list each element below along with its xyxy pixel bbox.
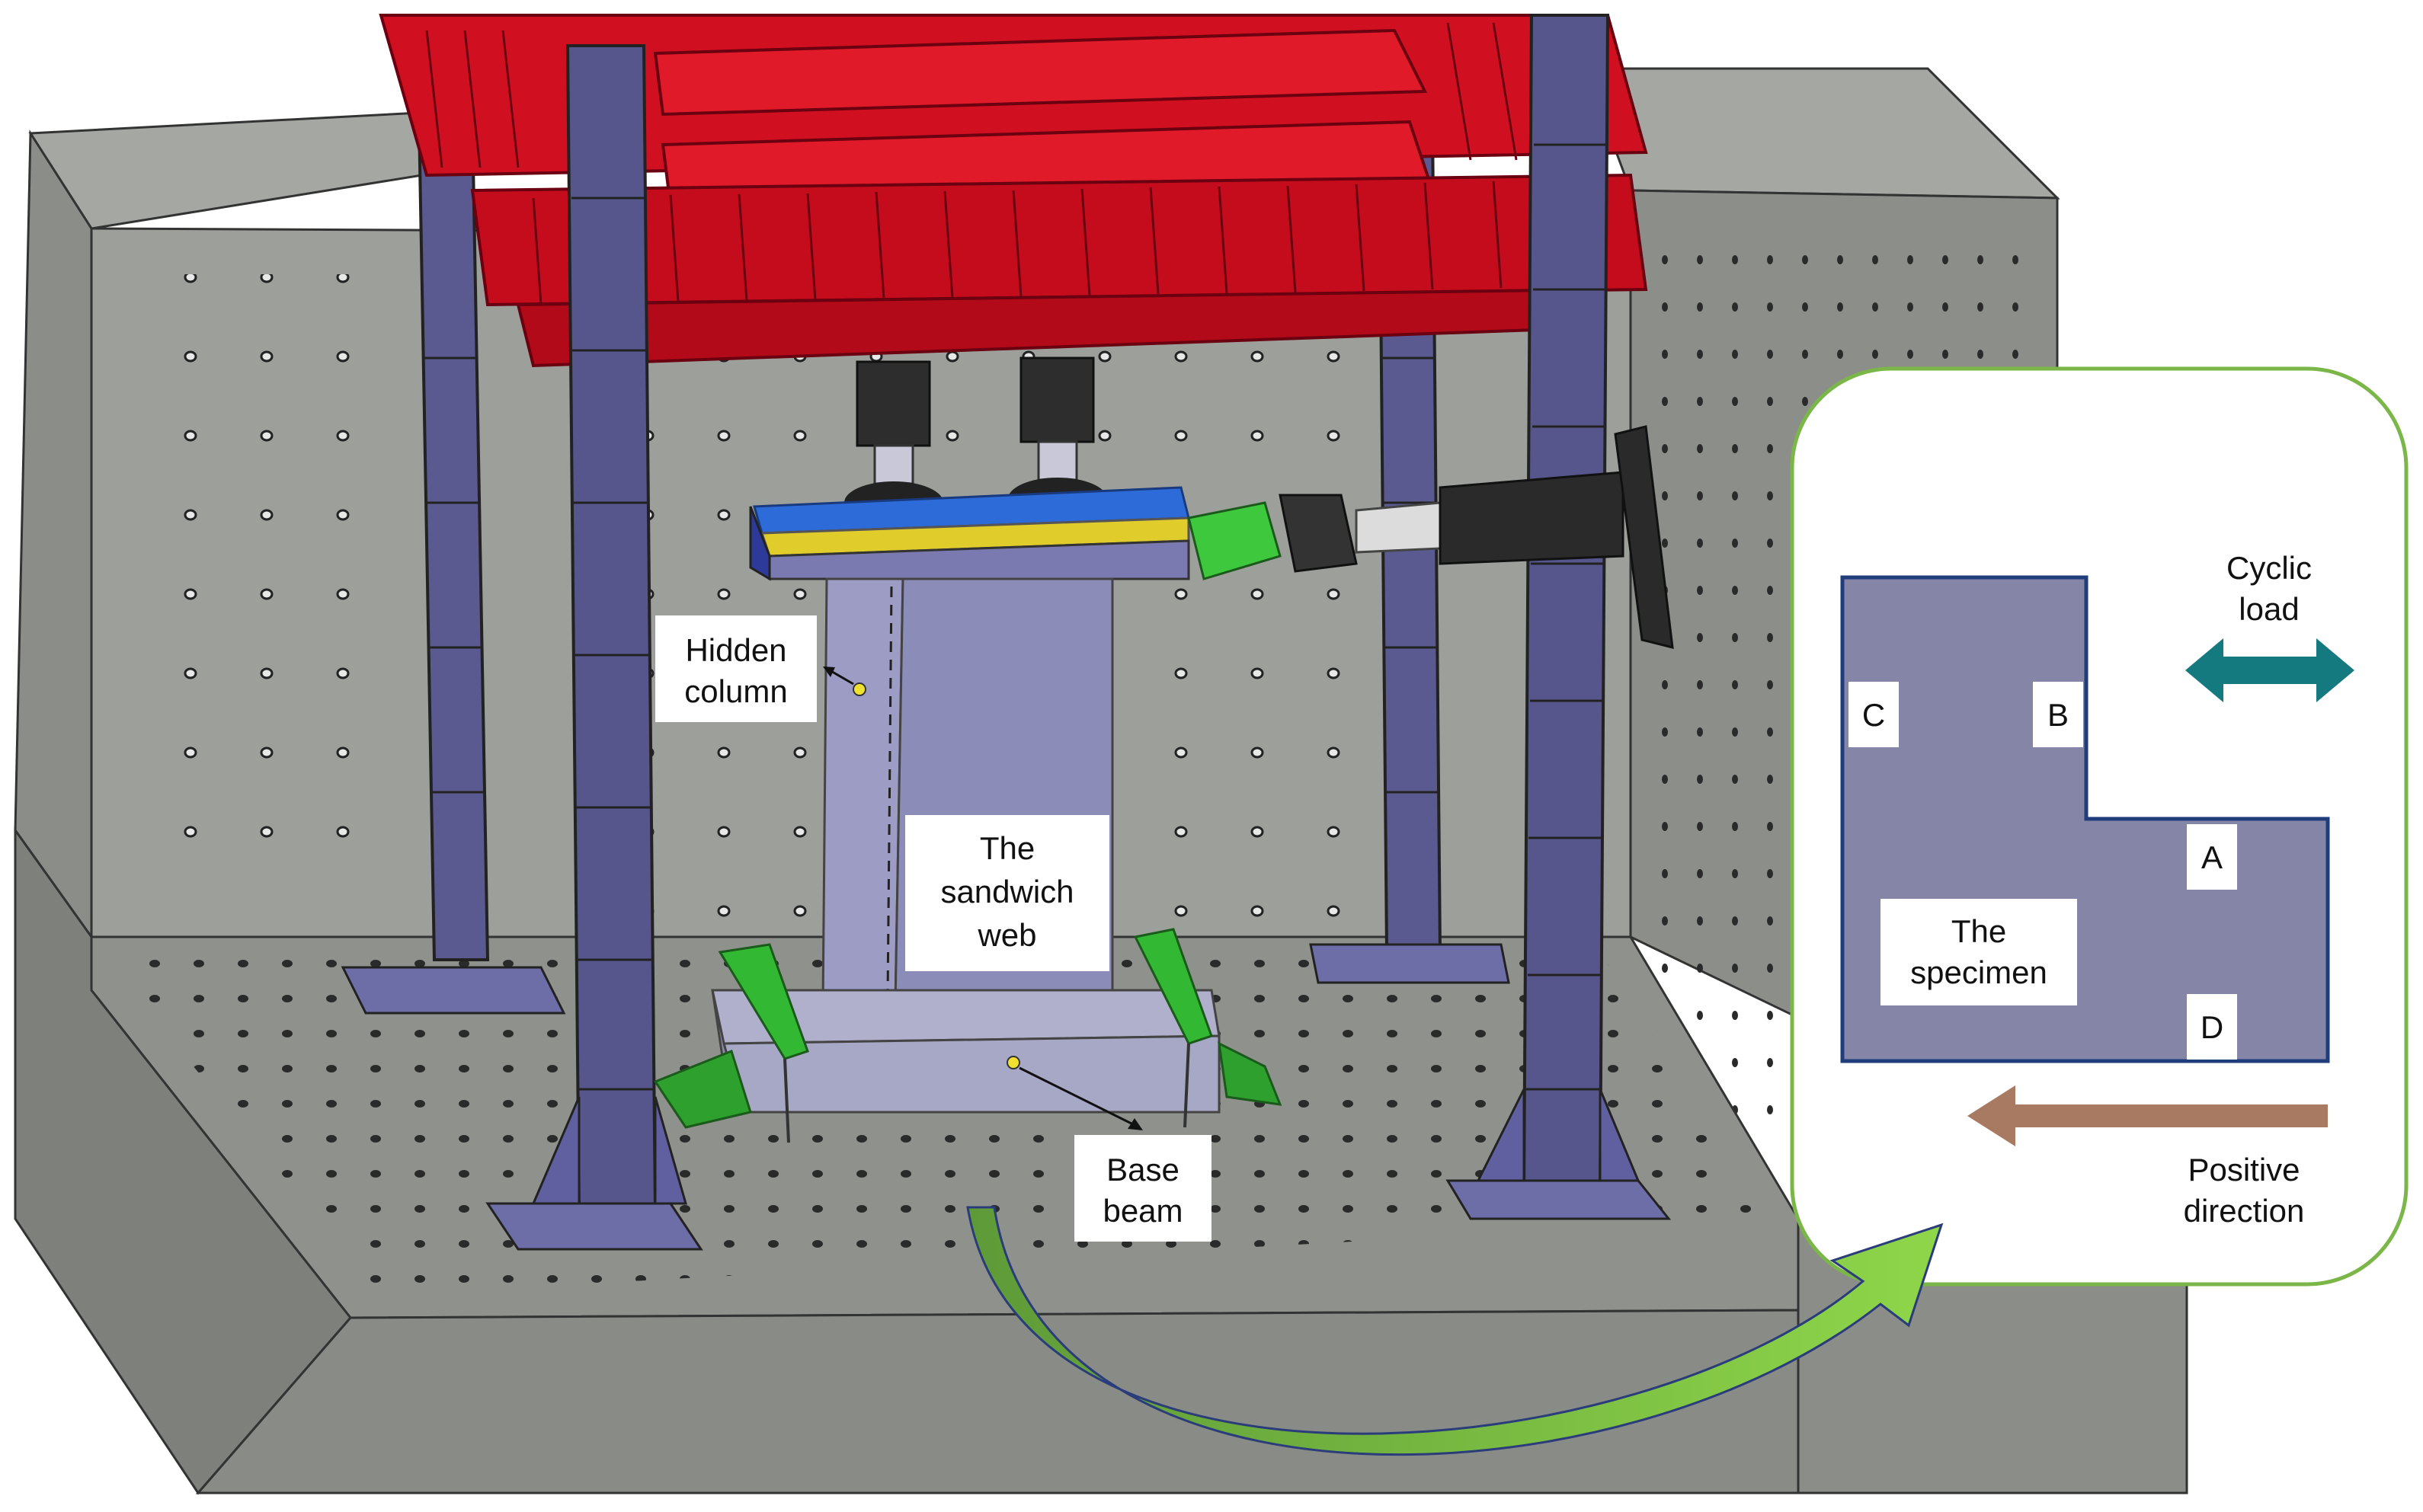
front-left-column	[565, 44, 658, 1213]
actuator-clevis	[1279, 494, 1358, 573]
callouts	[823, 666, 1143, 1130]
loading-frame	[341, 14, 1672, 1251]
back-left-base-plate	[341, 966, 566, 1015]
green-bracket-left	[653, 1050, 752, 1129]
hidden-column-outline	[886, 586, 893, 999]
front-left-base-plate	[485, 1202, 703, 1251]
cyclic-load-line1: Cyclic	[2226, 550, 2312, 586]
right-wall-top	[1583, 67, 2060, 200]
vertical-actuator-right	[1019, 356, 1095, 443]
label-hidden-column: Hidden column	[655, 615, 817, 722]
inset-specimen-label-line2: specimen	[1910, 954, 2047, 990]
loading-beam-end	[749, 506, 771, 581]
positive-direction-line2: direction	[2184, 1193, 2305, 1229]
front-right-base-plate	[1445, 1179, 1672, 1220]
point-a-marker: A	[2187, 824, 2237, 890]
green-connector	[1187, 501, 1282, 580]
back-wall-holes	[137, 274, 389, 899]
red-beam-web	[470, 173, 1648, 307]
front-face	[195, 1309, 1800, 1494]
front-right-rib	[1476, 1088, 1525, 1182]
label-hidden-column-line2: column	[684, 673, 787, 709]
actuator-cylinder	[1439, 471, 1624, 565]
point-c-marker: C	[1848, 682, 1899, 747]
vertical-actuator-left	[856, 360, 931, 447]
inset-panel: The specimen A B C D Cyclic load Positiv…	[1790, 366, 2409, 1287]
front-left-rib-2	[654, 1096, 687, 1205]
inset-specimen-label: The specimen	[1880, 899, 2077, 1005]
point-c-label: C	[1862, 697, 1885, 733]
point-d-label: D	[2201, 1009, 2223, 1045]
label-base-beam-line1: Base	[1106, 1152, 1179, 1188]
label-sandwich-web-line3: web	[977, 917, 1036, 953]
green-clamp-left	[718, 943, 809, 1060]
point-b-marker: B	[2033, 682, 2083, 747]
actuator-wall-plate	[1614, 425, 1674, 649]
front-right-rib-2	[1599, 1088, 1640, 1182]
base-beam-point	[1007, 1056, 1020, 1069]
red-beam-upper-flange	[653, 28, 1428, 117]
back-right-base-plate	[1309, 943, 1510, 984]
curved-arrow-icon	[966, 1206, 1944, 1456]
label-hidden-column-line1: Hidden	[685, 632, 786, 668]
positive-direction-line1: Positive	[2188, 1152, 2300, 1188]
hidden-column-point	[853, 682, 866, 696]
front-right-column	[1522, 14, 1610, 1190]
double-headed-arrow-icon	[2185, 638, 2354, 702]
inset-specimen-label-line1: The	[1951, 913, 2006, 949]
left-wall-face	[14, 129, 93, 941]
point-b-label: B	[2047, 697, 2069, 733]
label-base-beam-line2: beam	[1103, 1193, 1183, 1229]
actuator-rod	[1355, 501, 1442, 554]
specimen-assembly	[653, 486, 1282, 1143]
left-arrow-icon	[1967, 1085, 2328, 1146]
front-left-rib	[531, 1096, 581, 1205]
label-sandwich-web-line2: sandwich	[940, 874, 1074, 909]
cyclic-load-line2: load	[2239, 591, 2299, 627]
green-clamp-right	[1133, 928, 1213, 1045]
label-sandwich-web: The sandwich web	[905, 815, 1109, 971]
point-d-marker: D	[2187, 994, 2237, 1060]
point-a-label: A	[2201, 839, 2223, 875]
label-sandwich-web-line1: The	[980, 830, 1035, 866]
horizontal-actuator	[1187, 425, 1674, 649]
label-base-beam: Base beam	[1074, 1135, 1212, 1242]
green-bracket-right	[1218, 1041, 1282, 1106]
